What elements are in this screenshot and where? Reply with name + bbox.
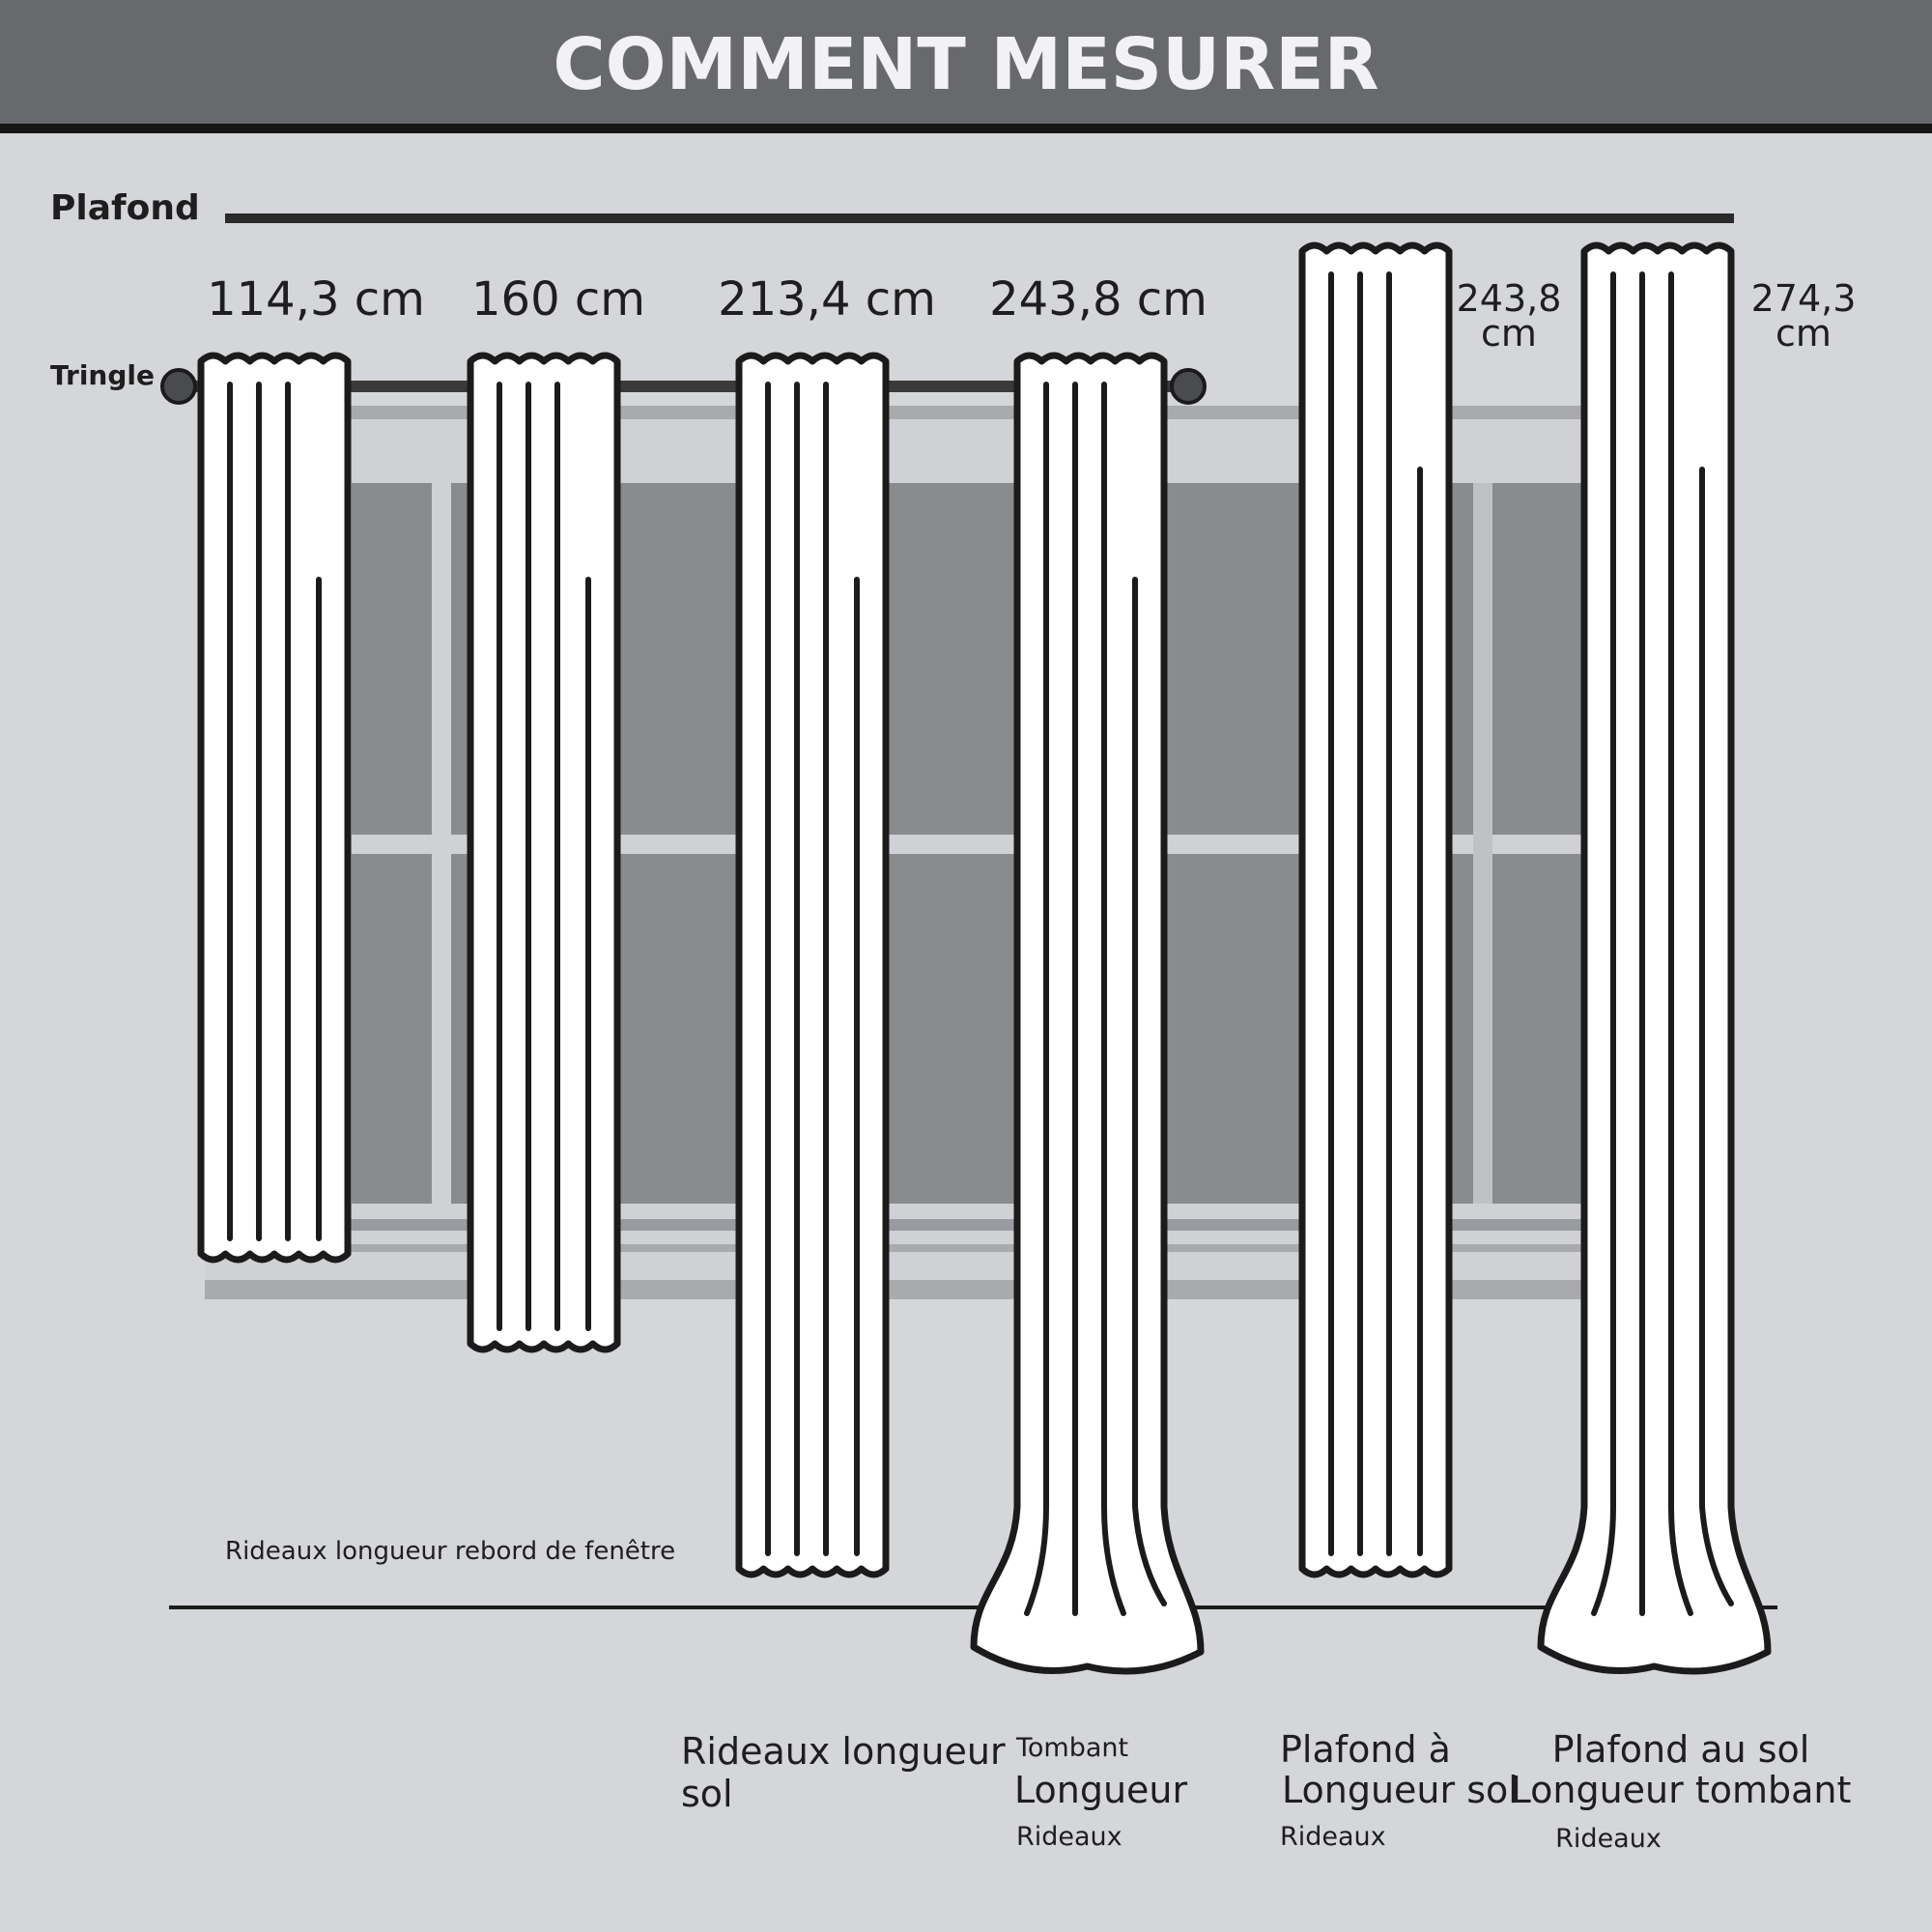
curtain-pleat-line [1132,577,1167,1606]
curtain-panel-outline [1537,242,1772,1675]
curtain-pleat-line [1101,382,1126,1616]
curtain-below-sill-160 [467,352,621,1353]
caption-line: sol [681,1773,733,1815]
ceiling-line [225,213,1734,223]
page-title: COMMENT MESURER [553,23,1378,106]
curtain-measure-114: 114,3 cm [207,272,425,327]
curtain-ceiling-puddle-274 [1537,242,1772,1675]
curtain-measure-213: 213,4 cm [718,272,936,327]
curtain-panel-outline [197,352,352,1264]
curtain-measure-243-line2: cm [1481,312,1537,355]
caption-line: Longueur tombant [1511,1769,1852,1811]
floor-line [169,1605,1777,1609]
curtain-pleat-line [1591,271,1616,1616]
caption-puddle-length: Tombant Longueur Rideaux [1014,1733,1188,1852]
curtain-measure-243: 243,8 cm [989,272,1208,327]
ceiling-label: Plafond [50,188,200,228]
curtain-panel-outline [1298,242,1453,1578]
window-pane [352,854,432,1204]
curtain-pleat-line [1699,467,1734,1606]
curtain-measure-274-line1: 274,3 [1751,277,1857,320]
curtain-floor-213 [735,352,890,1578]
rod-label: Tringle [50,359,155,391]
curtain-measure-160: 160 cm [471,272,645,327]
header-banner: COMMENT MESURER [0,0,1932,133]
caption-line: Plafond au sol [1552,1728,1810,1771]
caption-line: Rideaux [1280,1822,1386,1852]
caption-ceiling-puddle: Plafond au sol Longueur tombant Rideaux [1511,1728,1852,1854]
curtain-panel-outline [467,352,621,1353]
caption-line: Rideaux [1555,1824,1662,1854]
curtains-layer [197,242,1772,1675]
sill-length-caption: Rideaux longueur rebord de fenêtre [225,1537,675,1566]
caption-line: Tombant [1015,1733,1128,1763]
curtain-ceiling-floor-243 [1298,242,1453,1578]
curtain-rod [160,368,1207,405]
rod-finial-left [160,368,197,405]
curtain-measure-274-line2: cm [1776,312,1832,355]
curtain-measure-243-line1: 243,8 [1457,277,1562,320]
rod-finial-right [1170,368,1207,405]
curtain-panel-outline [970,352,1205,1675]
caption-floor-length: Rideaux longueur sol [681,1730,1006,1815]
curtain-pleat-line [1668,271,1693,1616]
caption-line: Longueur [1014,1769,1188,1811]
caption-line: Plafond à [1280,1728,1451,1771]
caption-ceiling-floor: Plafond à Longueur sol Rideaux [1280,1728,1519,1852]
window-pane [1492,483,1581,835]
curtain-panel-outline [735,352,890,1578]
caption-line: Longueur sol [1282,1769,1519,1811]
window-pane [352,483,432,835]
window-pane [1492,854,1581,1204]
curtain-sill-114 [197,352,352,1264]
caption-line: Rideaux longueur [681,1730,1006,1773]
curtain-pleat-line [1024,382,1049,1616]
caption-line: Rideaux [1016,1822,1122,1852]
curtain-puddle-243 [970,352,1205,1675]
